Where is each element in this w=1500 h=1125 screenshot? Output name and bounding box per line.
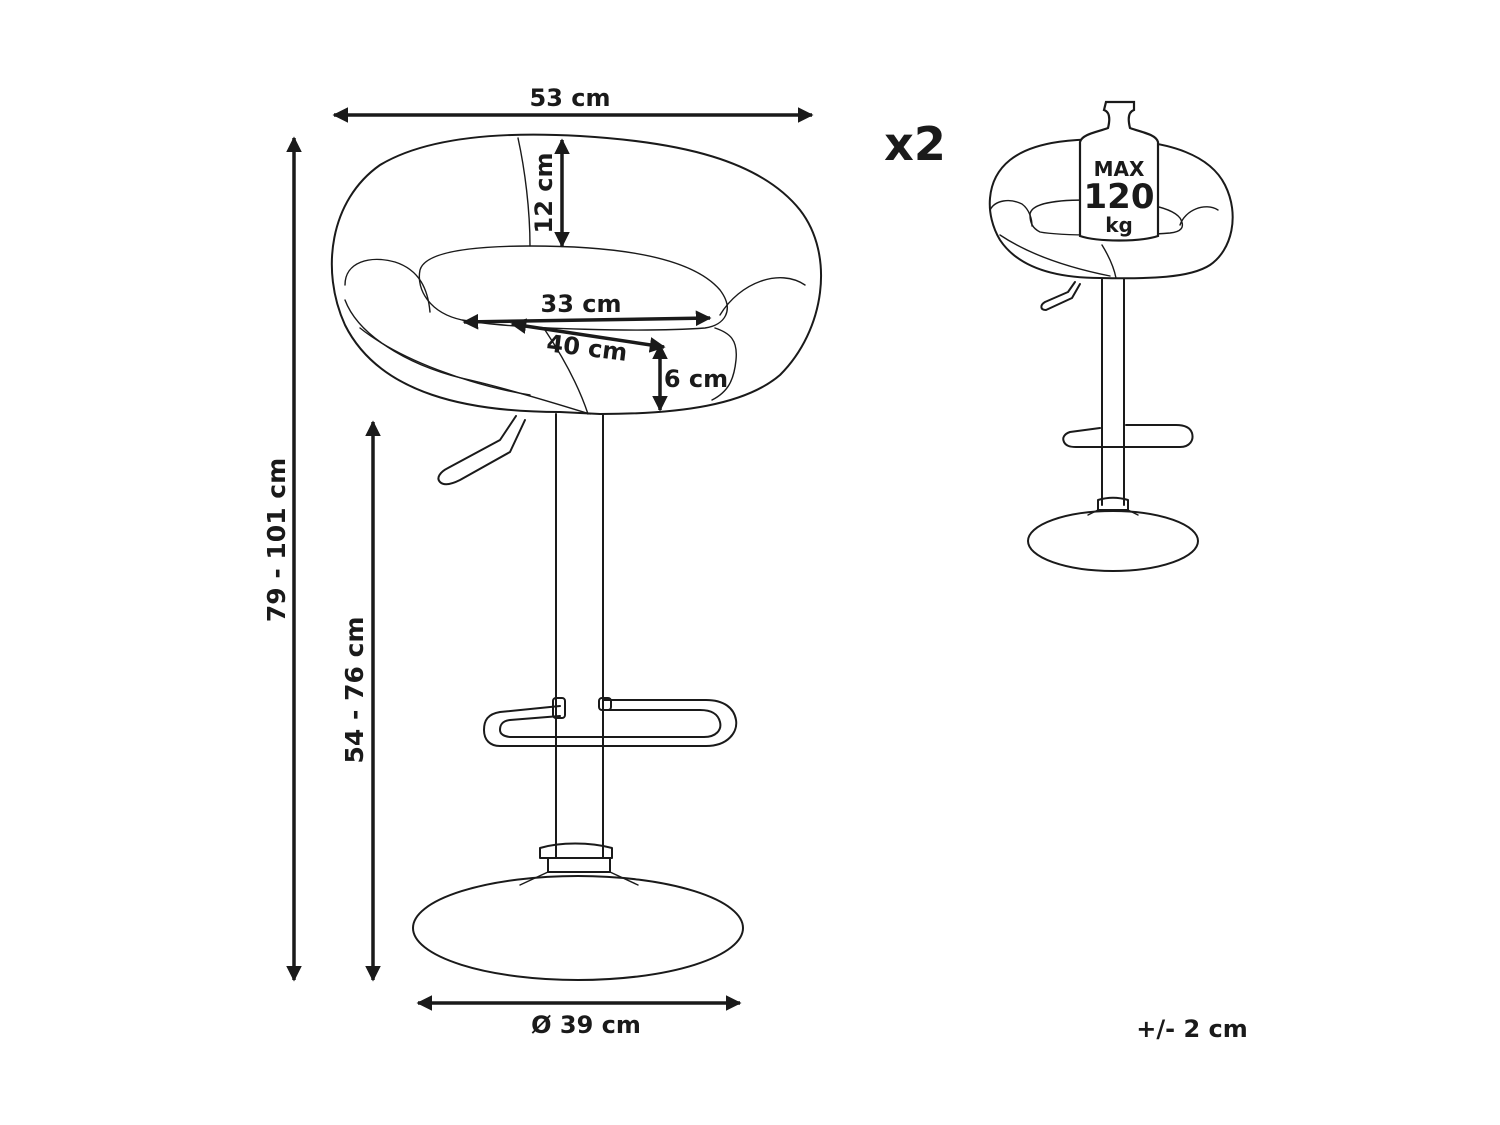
base-diameter-label: Ø 39 cm <box>531 1011 641 1039</box>
tolerance-label: +/- 2 cm <box>1136 1015 1247 1043</box>
weight-bottle-icon <box>1078 100 1160 242</box>
seat-thickness-label: 6 cm <box>664 365 728 393</box>
base-disc <box>412 875 744 981</box>
footrest-ring <box>483 699 738 747</box>
seat-depth-label: 40 cm <box>545 329 629 367</box>
dimension-lines <box>286 107 814 1011</box>
seat-shell-outline <box>330 133 823 415</box>
max-load-value: 120 <box>1084 177 1155 217</box>
width-label: 53 cm <box>530 84 611 112</box>
max-load-unit: kg <box>1105 213 1133 237</box>
backrest-height-label: 12 cm <box>530 153 558 234</box>
height-lever <box>437 415 526 486</box>
total-height-label: 79 - 101 cm <box>262 458 291 622</box>
main-stool-drawing <box>330 133 823 981</box>
max-load-badge: MAX 120 kg <box>1078 100 1160 242</box>
seat-cushion <box>418 245 728 331</box>
seat-height-label: 54 - 76 cm <box>340 617 369 764</box>
seat-width-label: 33 cm <box>541 290 622 318</box>
max-load-label: MAX <box>1094 157 1145 181</box>
quantity-label: x2 <box>884 117 946 171</box>
